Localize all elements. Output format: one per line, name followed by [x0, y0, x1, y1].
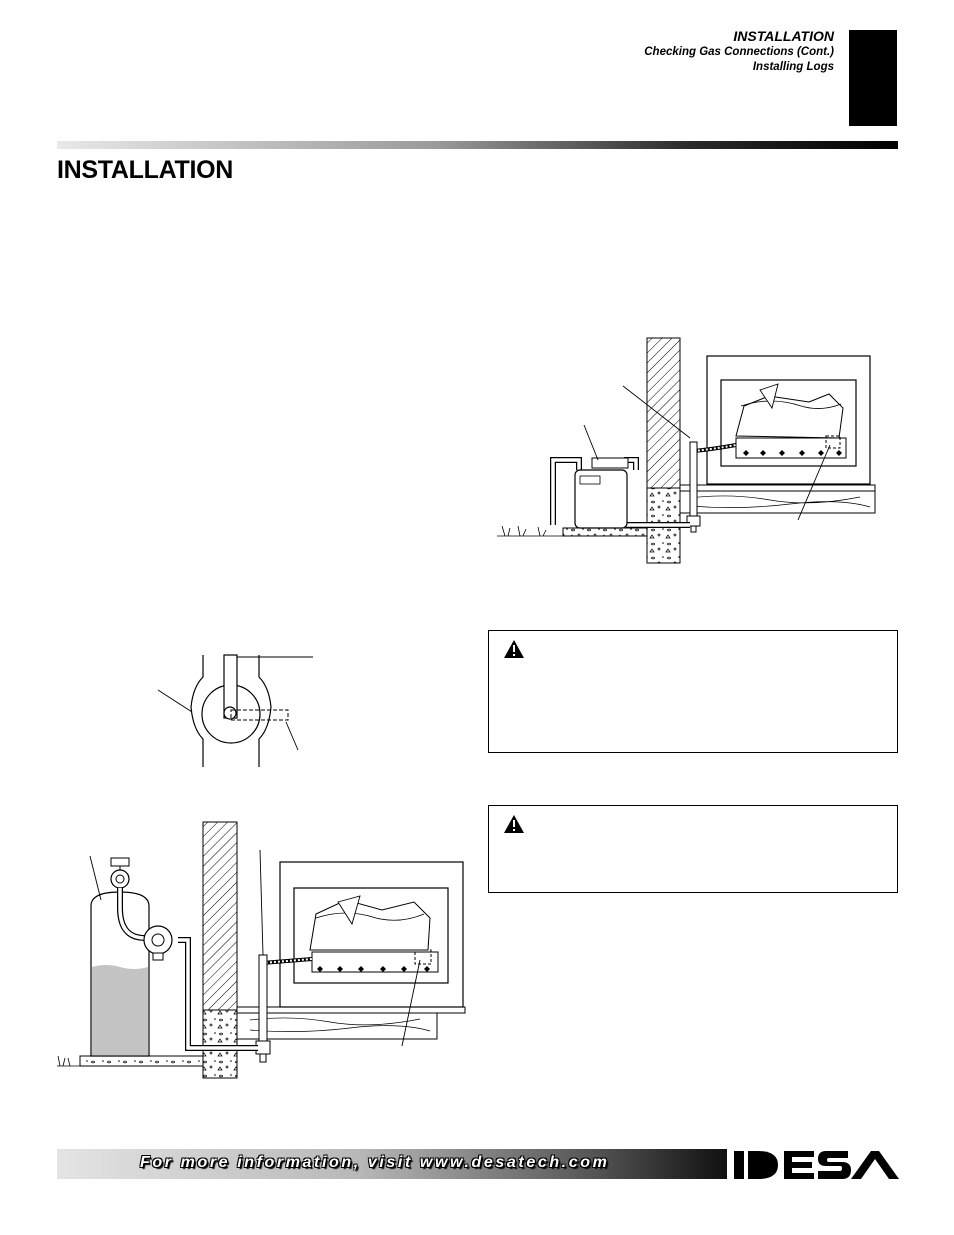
warning-triangle-icon: [504, 815, 524, 833]
warning-triangle-icon: [504, 640, 524, 658]
warning-box-2: [488, 805, 898, 893]
header-subtitle-installing-logs: Installing Logs: [752, 61, 834, 73]
page-tab-marker: [849, 30, 897, 126]
page-title: INSTALLATION: [57, 156, 234, 184]
header-section-title: INSTALLATION: [733, 28, 834, 44]
desa-logo: [734, 1151, 899, 1179]
footer-bar: [57, 1149, 727, 1179]
header-divider: [57, 141, 898, 149]
footer-website-link[interactable]: For more information, visit www.desatech…: [140, 1154, 610, 1171]
warning-box-1: [488, 630, 898, 753]
header-subtitle-gas-connections: Checking Gas Connections (Cont.): [644, 46, 834, 58]
